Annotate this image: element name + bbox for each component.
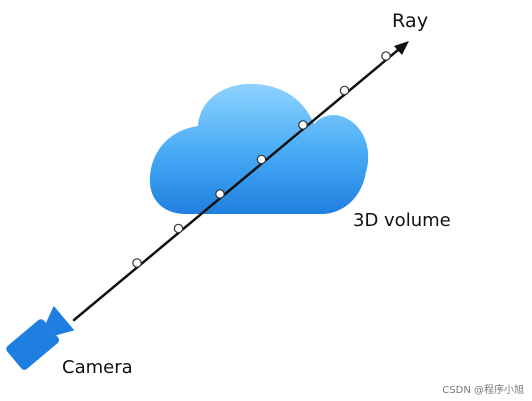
camera-label: Camera <box>62 357 133 378</box>
ray-label: Ray <box>392 10 429 32</box>
sample-point <box>173 223 184 234</box>
sample-points <box>132 51 391 268</box>
camera-icon <box>6 305 75 370</box>
sample-point <box>215 189 225 199</box>
sample-point <box>381 51 391 61</box>
sample-point <box>132 258 142 268</box>
sample-point <box>256 154 267 165</box>
volume-label: 3D volume <box>353 210 451 231</box>
cloud-icon <box>149 83 369 214</box>
sample-point <box>298 120 308 130</box>
watermark: CSDN @程序小旭 <box>442 385 524 396</box>
sample-point <box>339 85 350 96</box>
arrowhead-icon <box>394 41 409 55</box>
